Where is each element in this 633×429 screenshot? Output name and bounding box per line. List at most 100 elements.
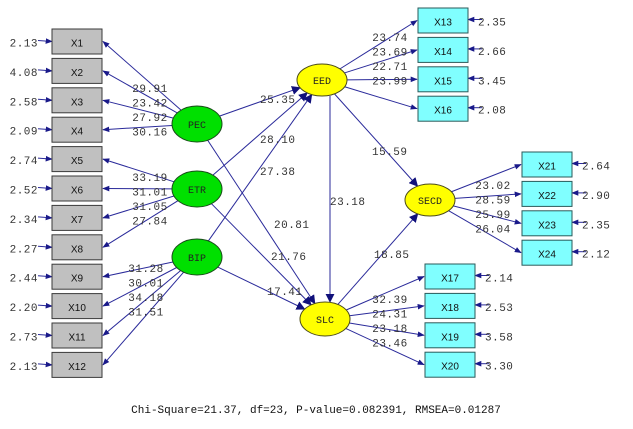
latent-etr (171, 170, 223, 208)
loading-path (102, 99, 174, 119)
loading-path (346, 76, 418, 83)
structural-path (219, 86, 301, 117)
error-variance: 2.34 (10, 215, 38, 227)
error-variance: 2.35 (582, 220, 610, 232)
indicator-box-x1 (51, 28, 103, 55)
indicator-box-x15 (417, 66, 469, 93)
error-variance: 2.64 (582, 162, 610, 174)
error-arrow (37, 302, 53, 309)
loading-value: 31.28 (128, 264, 164, 276)
indicator-label: X7 (71, 215, 84, 226)
indicator-box-x18 (424, 292, 476, 319)
latent-label: EED (313, 77, 331, 88)
indicator-box-x24 (521, 239, 573, 266)
error-arrow (37, 273, 53, 280)
error-variance: 3.45 (478, 76, 506, 88)
structural-path (334, 93, 419, 187)
loading-path (349, 322, 425, 338)
error-variance: 2.53 (485, 303, 513, 315)
path-coefficient: 18.85 (374, 250, 410, 262)
error-variance: 2.66 (478, 47, 506, 59)
indicator-label: X5 (71, 156, 84, 167)
latent-eed (296, 63, 348, 97)
latent-label: PEC (188, 121, 206, 132)
indicator-label: X20 (441, 362, 459, 373)
indicator-box-x14 (417, 36, 469, 63)
indicator-label: X11 (68, 333, 85, 344)
loading-path (102, 124, 173, 133)
loading-path (339, 20, 418, 70)
indicator-label: X9 (71, 274, 84, 285)
loading-value: 33.19 (132, 173, 168, 185)
loading-value: 26.04 (475, 225, 511, 237)
latent-label: BIP (188, 254, 206, 265)
indicator-box-x9 (51, 263, 103, 290)
path-coefficient: 27.38 (260, 167, 296, 179)
path-coefficient: 15.59 (372, 147, 408, 159)
loading-path (102, 270, 181, 336)
error-variance: 2.20 (10, 303, 38, 315)
error-variance: 2.09 (10, 127, 38, 139)
indicator-label: X18 (441, 303, 459, 314)
indicator-box-x4 (51, 116, 103, 143)
loading-value: 23.74 (372, 33, 408, 45)
indicator-box-x5 (51, 146, 103, 173)
loading-path (451, 164, 522, 193)
loading-path (344, 86, 418, 110)
path-coefficient: 20.81 (274, 220, 310, 232)
structural-path (207, 93, 313, 242)
latent-slc (299, 301, 351, 337)
indicator-label: X17 (441, 274, 459, 285)
latent-bip (171, 238, 223, 276)
loading-value: 32.39 (372, 295, 408, 307)
loading-path (102, 158, 175, 183)
latent-label: SECD (418, 197, 442, 208)
error-variance: 3.30 (485, 362, 513, 374)
loading-path (102, 41, 182, 111)
indicator-box-x12 (51, 351, 103, 378)
error-variance: 2.73 (10, 333, 38, 345)
loading-value: 23.02 (475, 181, 511, 193)
loading-path (349, 303, 425, 317)
loading-path (346, 276, 425, 311)
error-variance: 2.90 (582, 191, 610, 203)
indicator-label: X16 (434, 106, 452, 117)
loading-path (448, 210, 522, 254)
indicator-label: X24 (538, 250, 556, 261)
indicator-label: X6 (71, 186, 84, 197)
path-coefficient: 21.76 (271, 252, 307, 264)
path-coefficient: 23.18 (330, 197, 366, 209)
indicator-box-x7 (51, 204, 103, 231)
error-variance: 2.08 (478, 106, 506, 118)
latent-label: ETR (188, 186, 206, 197)
error-variance: 2.14 (485, 274, 513, 286)
latent-pec (171, 105, 223, 143)
indicator-box-x6 (51, 175, 103, 202)
loading-path (454, 191, 522, 199)
indicator-label: X22 (538, 191, 556, 202)
indicator-box-x10 (51, 293, 103, 320)
error-variance: 2.35 (478, 18, 506, 30)
loading-value: 30.01 (128, 279, 164, 291)
loading-value: 34.18 (128, 293, 164, 305)
error-variance: 2.58 (10, 97, 38, 109)
loading-path (102, 70, 178, 114)
error-arrow (37, 38, 53, 44)
structural-path (211, 203, 312, 306)
indicator-box-x21 (521, 151, 573, 178)
path-coefficient: 28.10 (260, 135, 296, 147)
error-arrow (37, 67, 53, 74)
fit-statistics: Chi-Square=21.37, df=23, P-value=0.08239… (131, 405, 501, 417)
indicator-box-x8 (51, 234, 103, 261)
indicator-label: X13 (434, 18, 452, 29)
loading-value: 30.16 (132, 128, 168, 140)
error-variance: 2.74 (10, 156, 38, 168)
error-arrow (37, 97, 53, 103)
indicator-box-x11 (51, 322, 103, 349)
indicator-box-x23 (521, 210, 573, 237)
error-variance: 2.44 (10, 274, 38, 286)
loading-value: 27.92 (132, 113, 168, 125)
indicator-label: X8 (71, 244, 84, 255)
loading-value: 22.71 (372, 62, 408, 74)
